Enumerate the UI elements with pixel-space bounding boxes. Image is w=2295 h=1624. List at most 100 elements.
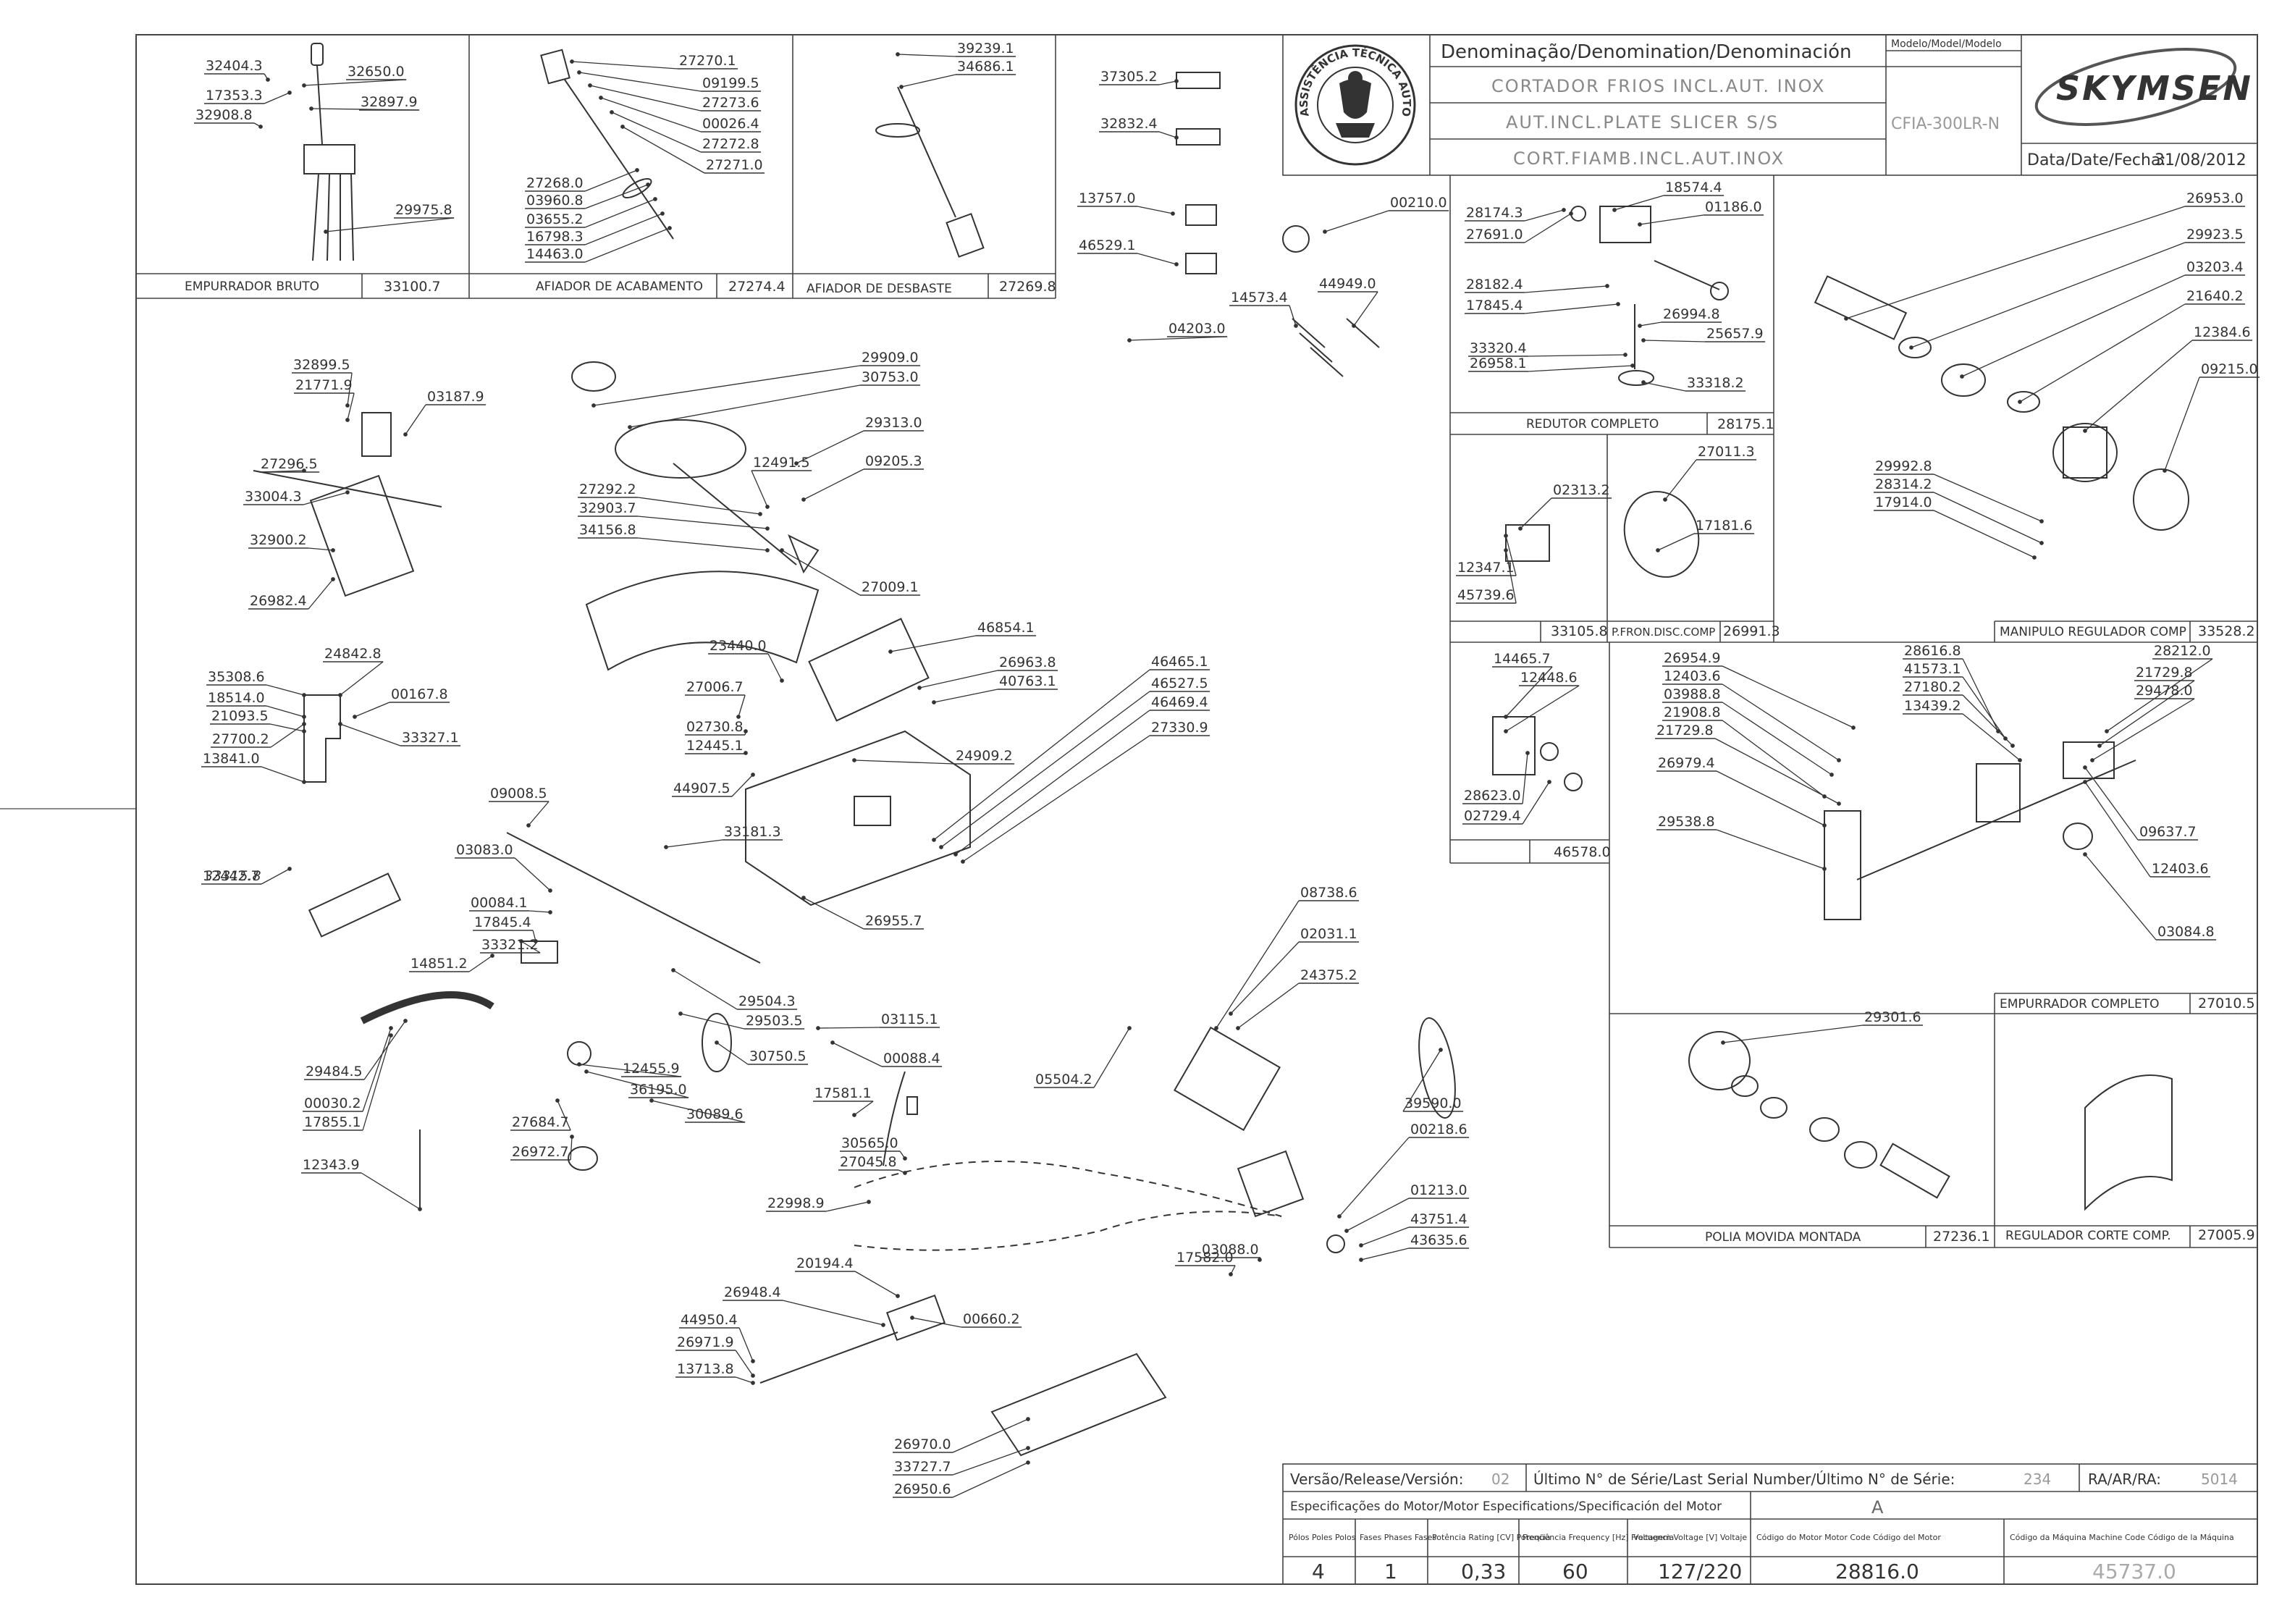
leader-line: [898, 1169, 907, 1175]
part-number-label: 26979.4: [1658, 755, 1715, 771]
part-number-label: 30753.0: [862, 369, 919, 385]
leader-line: [1528, 353, 1627, 357]
leader-line: [1344, 1198, 1410, 1233]
leader-line: [744, 751, 748, 755]
part-number-label: 12384.6: [2194, 324, 2251, 340]
part-number-label: 03988.8: [1664, 686, 1721, 702]
part-number-label: 28616.8: [1904, 643, 1961, 659]
leader-line: [302, 79, 407, 88]
leader-line: [584, 197, 657, 228]
leader-line: [731, 773, 755, 797]
leader-line: [324, 217, 455, 234]
part-number-label: 02729.4: [1464, 808, 1521, 824]
part-number-label: 27006.7: [686, 679, 744, 695]
phases-header: Fases Phases Fases: [1360, 1533, 1436, 1542]
leader-line: [1962, 676, 2008, 741]
part-number-label: 22998.9: [767, 1195, 825, 1211]
leader-line: [1933, 492, 2044, 545]
part-number-label: 03187.9: [427, 389, 484, 405]
part-number-label: 08738.6: [1300, 885, 1357, 901]
revision-value: A: [1871, 1497, 1884, 1518]
leader-line: [910, 1316, 962, 1328]
leader-line: [468, 954, 494, 972]
part-number-label: 27045.8: [840, 1154, 897, 1170]
part-number-label: 03203.4: [2186, 259, 2244, 275]
leader-line: [678, 1011, 745, 1030]
p-fron-disc-code: 26991.3: [1723, 623, 1780, 639]
leader-line: [529, 910, 552, 914]
part-number-label: 05504.2: [1035, 1072, 1092, 1087]
leader-line: [2083, 852, 2157, 941]
phases-value: 1: [1384, 1560, 1397, 1583]
leader-line: [1525, 284, 1609, 293]
leader-line: [258, 468, 306, 473]
leader-line: [2083, 765, 2139, 841]
leader-line: [1137, 253, 1179, 266]
leader-line: [253, 122, 263, 129]
part-number-label: 14463.0: [526, 246, 584, 262]
leader-line: [830, 1040, 883, 1067]
part-number-label: 18574.4: [1665, 180, 1722, 195]
part-number-label: 26970.0: [894, 1436, 951, 1452]
part-number-label: 44949.0: [1319, 276, 1376, 292]
leader-line: [1714, 738, 1841, 806]
part-number-label: 32897.9: [361, 94, 418, 110]
leader-line: [952, 1446, 1030, 1476]
leader-line: [363, 1019, 408, 1080]
redutor-code: 28175.1: [1717, 416, 1774, 432]
part-number-label: 28182.4: [1466, 277, 1523, 293]
leader-line: [852, 1101, 874, 1117]
empurrador-bruto-code: 33100.7: [384, 279, 441, 295]
leader-line: [584, 168, 639, 192]
leader-line: [1158, 131, 1179, 140]
part-number-label: 33004.3: [245, 489, 302, 505]
part-number-label: 00088.4: [883, 1051, 940, 1066]
part-number-label: 02313.2: [1553, 482, 1610, 498]
part-number-label: 03088.0: [1202, 1242, 1259, 1258]
code-46578-0: 46578.0: [1554, 844, 1611, 860]
part-number-label: 32832.4: [1100, 116, 1158, 132]
part-number-label: 09008.5: [490, 786, 547, 802]
leader-line: [1214, 900, 1300, 1030]
polia-code: 27236.1: [1933, 1229, 1990, 1245]
part-number-label: 13439.2: [1904, 698, 1961, 714]
part-number-label: 29503.5: [746, 1013, 803, 1029]
part-number-label: 25657.9: [1706, 326, 1764, 342]
serial-label: Último N° de Série/Last Serial Number/Úl…: [1533, 1471, 1955, 1488]
leader-line: [1960, 274, 2186, 379]
leader-line: [309, 106, 420, 111]
part-number-label: 21729.8: [1656, 723, 1714, 739]
part-number-label: 24375.2: [1300, 967, 1357, 983]
leader-line: [1716, 829, 1827, 871]
product-name-pt: CORTADOR FRIOS INCL.AUT. INOX: [1491, 76, 1825, 96]
leader-line: [1962, 694, 2015, 748]
version-value: 02: [1491, 1471, 1509, 1488]
part-number-label: 27684.7: [512, 1114, 569, 1130]
part-number-label: 12445.1: [686, 738, 744, 754]
leader-line: [303, 490, 350, 505]
part-number-label: 09637.7: [2139, 824, 2197, 840]
leader-line: [1522, 751, 1530, 804]
part-number-label: 17582.0: [1176, 1250, 1234, 1266]
part-number-label: 28174.3: [1466, 205, 1523, 221]
leader-line: [555, 1098, 571, 1131]
part-number-label: 01186.0: [1705, 199, 1762, 215]
part-number-label: 27180.2: [1904, 679, 1961, 695]
leader-line: [1402, 1048, 1443, 1112]
leader-line: [715, 1040, 749, 1065]
part-number-label: 39239.1: [957, 41, 1014, 56]
part-number-label: 16798.3: [526, 229, 584, 245]
ra-label: RA/AR/RA:: [2088, 1471, 2161, 1488]
leader-line: [888, 635, 977, 654]
leader-line: [780, 548, 861, 596]
leader-line: [1127, 336, 1228, 342]
part-number-label: 13841.0: [203, 751, 260, 767]
right-assembly-boxes: [1449, 175, 2257, 1248]
leader-line: [953, 710, 1150, 857]
part-number-label: 21093.5: [211, 708, 269, 724]
leader-line: [264, 91, 292, 104]
part-number-label: 45739.6: [1457, 587, 1515, 603]
part-number-label: 21771.9: [295, 377, 353, 393]
part-number-label: 26971.9: [677, 1334, 734, 1350]
